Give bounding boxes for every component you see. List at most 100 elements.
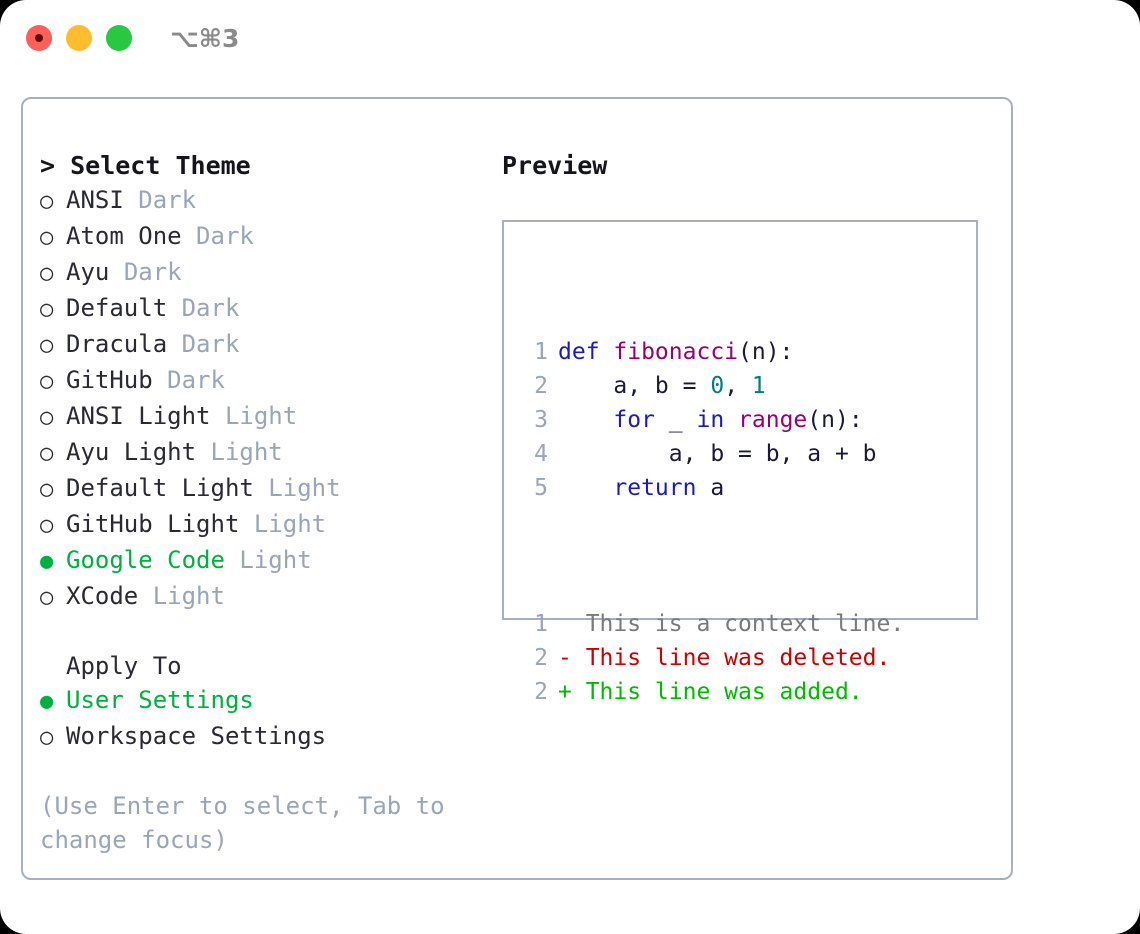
theme-option-label: Dracula <box>66 330 168 358</box>
theme-option-xcode[interactable]: ○XCode Light <box>40 579 480 615</box>
code-line-number: 3 <box>534 407 548 433</box>
theme-option-label: Ayu Light <box>66 438 197 466</box>
code-token: fibonacci <box>613 339 739 365</box>
code-token: 0 <box>710 373 725 399</box>
apply-to-heading: Apply To <box>66 652 182 680</box>
code-line-number: 2 <box>534 373 548 399</box>
radio-unselected-icon: ○ <box>40 725 54 750</box>
radio-unselected-icon: ○ <box>40 297 54 322</box>
theme-option-label: GitHub <box>66 366 153 394</box>
code-token <box>558 475 613 501</box>
title-bar: ⌥⌘3 <box>0 0 1140 78</box>
code-line-number: 1 <box>534 339 548 365</box>
diff-line-text: + This line was added. <box>558 679 863 705</box>
window-title: ⌥⌘3 <box>170 24 240 53</box>
theme-option-github[interactable]: ○GitHub Dark <box>40 363 480 399</box>
code-token: (n): <box>738 339 794 365</box>
theme-option-label: Default Light <box>66 474 254 502</box>
maximize-window-icon[interactable] <box>106 25 132 51</box>
theme-option-tag: Dark <box>138 186 197 214</box>
code-token: for <box>613 407 655 433</box>
radio-unselected-icon: ○ <box>40 441 54 466</box>
diff-line-text: This is a context line. <box>558 611 905 637</box>
theme-list: ○ ANSI Dark ○ Atom One Dark ○ Ayu Dark ○ Defaul… <box>40 183 480 615</box>
code-token: , <box>724 373 752 399</box>
theme-option-google-code[interactable]: ●Google Code Light <box>40 543 480 579</box>
code-line: 2 a, b = 0, 1 <box>514 369 904 403</box>
diff-line-text: - This line was deleted. <box>558 645 891 671</box>
code-line: 5 return a <box>514 471 904 505</box>
apply-to-list: ● User Settings ○Workspace Settings <box>40 683 480 755</box>
radio-unselected-icon: ○ <box>40 513 54 538</box>
theme-option-tag: Dark <box>167 366 225 394</box>
theme-option-atom-one[interactable]: ○ Atom One Dark <box>40 219 480 255</box>
diff-line: 1 This is a context line. <box>514 607 904 641</box>
theme-option-default[interactable]: ○ Default Dark <box>40 291 480 327</box>
theme-option-label: ANSI <box>66 186 124 214</box>
apply-to-option-user-settings[interactable]: ● User Settings <box>40 683 480 719</box>
theme-option-github-light[interactable]: ○GitHub Light Light <box>40 507 480 543</box>
theme-option-tag: Light <box>239 546 312 574</box>
apply-to-option-workspace-settings[interactable]: ○Workspace Settings <box>40 719 480 755</box>
code-token: in <box>696 407 725 433</box>
apply-to-option-label: User Settings <box>66 686 254 714</box>
theme-option-ayu[interactable]: ○ Ayu Dark <box>40 255 480 291</box>
theme-selection-column: > Select Theme ○ANSI Dark○Atom One Dark○… <box>40 149 480 857</box>
code-line: 3 for _ in range(n): <box>514 403 904 437</box>
radio-unselected-icon: ○ <box>40 477 54 502</box>
keyboard-hint-text: (Use Enter to select, Tab to change focu… <box>40 792 460 854</box>
radio-unselected-icon: ○ <box>40 189 54 214</box>
diff-line: 2 - This line was deleted. <box>514 641 904 675</box>
radio-unselected-icon: ○ <box>40 225 54 250</box>
theme-option-ansi[interactable]: ○ ANSI Dark <box>40 183 480 219</box>
radio-unselected-icon: ○ <box>40 261 54 286</box>
radio-unselected-icon: ○ <box>40 585 54 610</box>
theme-option-label: XCode <box>66 582 139 610</box>
code-token <box>724 407 738 433</box>
theme-option-dracula[interactable]: ○ Dracula Dark <box>40 327 480 363</box>
code-token: a <box>696 475 725 501</box>
code-token: return <box>613 475 697 501</box>
theme-option-label: Ayu <box>66 258 110 286</box>
theme-option-tag: Light <box>224 402 298 430</box>
theme-option-tag: Dark <box>181 294 240 322</box>
code-line-number: 5 <box>534 475 548 501</box>
theme-option-label: Google Code <box>66 546 225 574</box>
preview-heading: Preview <box>502 151 608 180</box>
diff-line-number: 2 <box>534 679 548 705</box>
theme-option-ansi-light[interactable]: ○ ANSI Light Light <box>40 399 480 435</box>
traffic-light-buttons <box>26 25 132 51</box>
select-theme-heading: > Select Theme <box>40 151 251 180</box>
diff-line-number: 2 <box>534 645 548 671</box>
list-spacer <box>40 615 480 649</box>
theme-option-tag: Dark <box>196 222 254 250</box>
close-window-icon[interactable] <box>26 25 52 51</box>
theme-option-tag: Light <box>268 474 341 502</box>
diff-line-number: 1 <box>534 611 548 637</box>
diff-line: 2 + This line was added. <box>514 675 904 709</box>
theme-option-label: Default <box>66 294 168 322</box>
minimize-window-icon[interactable] <box>66 25 92 51</box>
theme-option-tag: Dark <box>123 258 182 286</box>
theme-option-default-light[interactable]: ○ Default Light Light <box>40 471 480 507</box>
theme-option-label: ANSI Light <box>66 402 211 430</box>
code-token: a, b = b, a + b <box>558 441 877 467</box>
theme-option-tag: Light <box>253 510 327 538</box>
diff-lines: 1 This is a context line. 2 - This line wa… <box>514 607 904 709</box>
theme-option-tag: Dark <box>181 330 240 358</box>
radio-unselected-icon: ○ <box>40 405 54 430</box>
theme-option-label: Atom One <box>66 222 182 250</box>
code-line: 4 a, b = b, a + b <box>514 437 904 471</box>
code-token <box>558 407 613 433</box>
radio-selected-icon: ● <box>40 689 54 714</box>
code-line-number: 4 <box>534 441 548 467</box>
theme-option-tag: Light <box>210 438 283 466</box>
theme-option-ayu-light[interactable]: ○ Ayu Light Light <box>40 435 480 471</box>
radio-unselected-icon: ○ <box>40 333 54 358</box>
